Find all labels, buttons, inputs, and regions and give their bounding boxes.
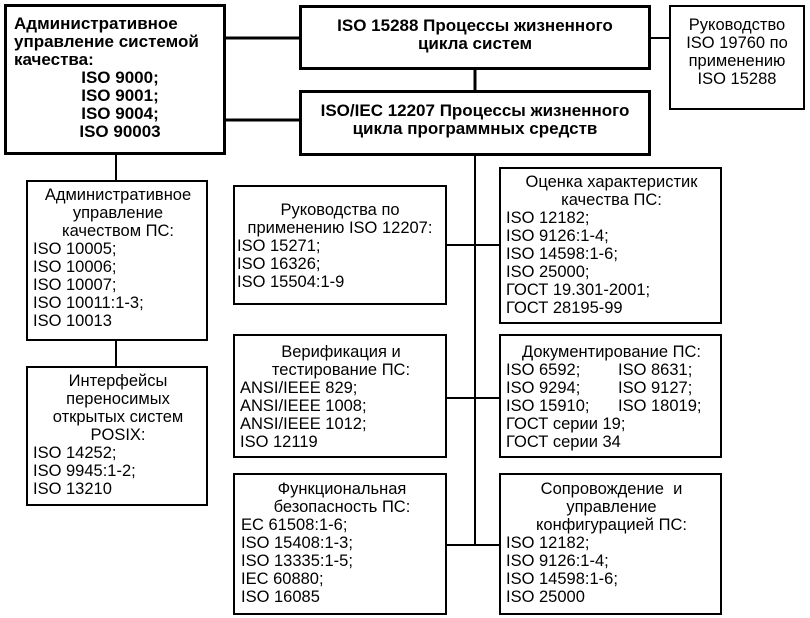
standard-item: ISO 14252; — [33, 444, 117, 462]
standard-item: ISO 10011:1-3; — [33, 294, 144, 312]
standard-pair: ISO 6592; ISO 8631; — [506, 361, 720, 379]
quality-eval-title: Оценка характеристик качества ПС: — [525, 173, 698, 209]
standard-item: ANSI/IEEE 829; — [240, 379, 358, 397]
posix-box: Интерфейсы переносимых открытых систем P… — [26, 366, 208, 506]
standard-item: ISO 25000 — [506, 588, 585, 606]
standard-item: ISO 9945:1-2; — [33, 462, 136, 480]
standard-item: ISO 6592; — [506, 361, 581, 379]
admin-sw-box: Административное управление качеством ПС… — [26, 180, 208, 341]
documentation-title: Документирование ПС: — [522, 343, 701, 361]
standard-item: ANSI/IEEE 1012; — [240, 415, 367, 433]
posix-title: Интерфейсы переносимых открытых систем P… — [52, 372, 184, 444]
safety-title: Функциональная безопасность ПС: — [273, 480, 411, 516]
standard-item: ISO 9001; — [81, 86, 159, 105]
standard-item: ISO 15504:1-9 — [237, 273, 345, 291]
standard-item: ISO 90003 — [79, 122, 161, 141]
standard-item: ЕС 61508:1-6; — [241, 516, 348, 534]
guides12207-box: Руководства по применению ISO 12207: ISO… — [233, 185, 447, 305]
standard-item: ISO 15408:1-3; — [241, 534, 353, 552]
standard-item: ISO 10006; — [33, 258, 117, 276]
standard-item: ISO 10007; — [33, 276, 117, 294]
safety-box: Функциональная безопасность ПС: ЕС 61508… — [233, 473, 447, 615]
maintenance-box: Сопровождение и управление конфигурацией… — [499, 473, 722, 615]
standard-item: ISO 16085 — [241, 588, 320, 606]
verification-title: Верификация и тестирование ПС: — [271, 343, 411, 379]
standard-item: ISO 12119 — [240, 433, 318, 451]
admin-qms-items: ISO 9000; ISO 9001; ISO 9004; ISO 90003 — [14, 69, 226, 141]
standard-item: ISO 14598:1-6; — [506, 570, 618, 588]
standard-item: ISO 12182; — [506, 534, 590, 552]
standard-item: ISO 13335:1-5; — [241, 552, 353, 570]
standard-item: ISO 9127; — [618, 379, 693, 397]
standard-item: ISO 8631; — [618, 361, 693, 379]
admin-sw-title: Административное управление качеством ПС… — [44, 186, 192, 240]
standard-item: ISO 15910; — [506, 397, 590, 415]
standard-item: ISO 18019; — [618, 397, 702, 415]
standard-item: ISO 9000; — [81, 68, 159, 87]
standard-item: ISO 13210 — [33, 480, 112, 498]
maintenance-title: Сопровождение и управление конфигурацией… — [536, 480, 687, 534]
standard-item: ISO 14598:1-6; — [506, 245, 618, 263]
standard-item: ANSI/IEEE 1008; — [240, 397, 367, 415]
standard-item: ГОСТ 28195-99 — [506, 299, 623, 317]
standard-item: ISO 9294; — [506, 379, 581, 397]
admin-qms-box: Административное управление системой кач… — [4, 4, 226, 155]
standard-item: ISO 16326; — [237, 255, 321, 273]
standard-pair: ISO 15910; ISO 18019; — [506, 397, 720, 415]
guide19760-box: Руководство ISO 19760 по применению ISO … — [669, 5, 805, 110]
iso12207-box: ISO/IEC 12207 Процессы жизненного цикла … — [299, 90, 651, 156]
standard-item: ISO 9004; — [81, 104, 159, 123]
standard-item: ГОСТ серии 19; — [506, 415, 626, 433]
standard-item: ГОСТ серии 34 — [506, 433, 621, 451]
standard-item: ISO 25000; — [506, 263, 590, 281]
standard-item: ISO 10005; — [33, 240, 117, 258]
standard-item: ISO 12182; — [506, 209, 590, 227]
standard-item: ISO 10013 — [33, 312, 112, 330]
standard-item: ISO 9126:1-4; — [506, 227, 609, 245]
quality-eval-box: Оценка характеристик качества ПС: ISO 12… — [499, 167, 722, 324]
guides12207-title: Руководства по применению ISO 12207: — [247, 201, 433, 237]
standard-item: IEC 60880; — [241, 570, 324, 588]
iso15288-box: ISO 15288 Процессы жизненного цикла сист… — [299, 5, 651, 70]
standard-item: ISO 9126:1-4; — [506, 552, 609, 570]
standard-pair: ISO 9294; ISO 9127; — [506, 379, 720, 397]
verification-box: Верификация и тестирование ПС: ANSI/IEEE… — [233, 334, 447, 458]
standard-item: ISO 15271; — [237, 237, 321, 255]
admin-qms-title: Административное управление системой кач… — [14, 14, 199, 69]
documentation-box: Документирование ПС: ISO 6592; ISO 8631;… — [499, 334, 722, 458]
standard-item: ГОСТ 19.301-2001; — [506, 281, 651, 299]
